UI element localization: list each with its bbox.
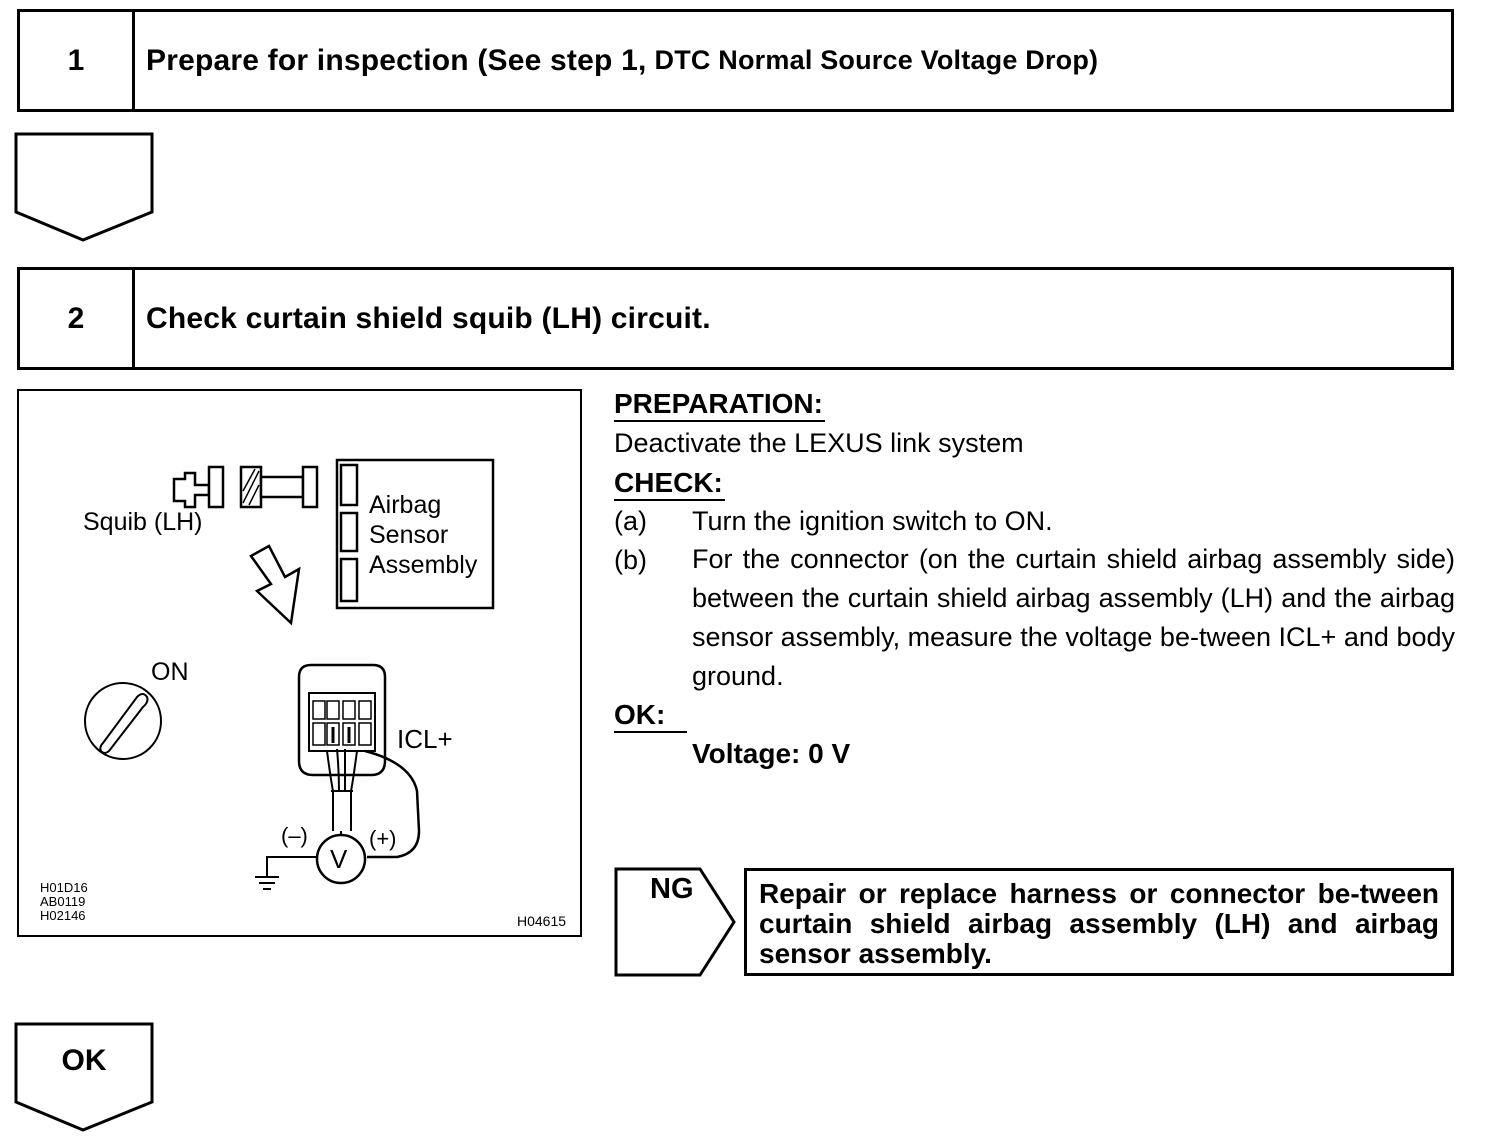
check-item-a-letter: (a): [614, 506, 647, 536]
check-item-b-letter: (b): [614, 545, 647, 575]
flow-down-arrow: [14, 132, 158, 244]
airbag-label-line1: Airbag: [369, 491, 442, 519]
wiring-illustration: [84, 458, 495, 890]
hollow-down-arrow: [249, 544, 301, 626]
airbag-label-line2: Sensor: [369, 521, 449, 549]
ng-label: NG: [650, 873, 694, 905]
airbag-label-line3: Assembly: [369, 551, 478, 579]
step-1-title-ref: DTC Normal Source Voltage Drop): [654, 45, 1099, 75]
icl-plus-label: ICL+: [397, 724, 453, 754]
ng-result-tag: NG: [614, 867, 738, 984]
step-2-number: 2: [20, 270, 135, 367]
ok-arrow-label: OK: [61, 1044, 107, 1077]
airbag-sensor-box: [335, 458, 495, 610]
ok-result-arrow: OK: [14, 1022, 158, 1134]
minus-probe-label: (–): [281, 823, 308, 848]
check-item-b-text: For the connector (on the curtain shield…: [692, 544, 1455, 691]
wire-harness: [326, 748, 358, 831]
mating-connector: [239, 465, 319, 509]
step-1-title: Prepare for inspection (See step 1, DTC …: [146, 12, 1098, 109]
ng-repair-instruction: Repair or replace harness or connector b…: [744, 868, 1454, 976]
step-2-title: Check curtain shield squib (LH) circuit.: [146, 301, 711, 335]
figure-reference-code: H04615: [517, 913, 567, 929]
on-label: ON: [151, 658, 189, 686]
inspection-diagram: Squib (LH) Airbag Sensor Assembly ON ICL…: [17, 389, 582, 937]
ignition-switch: [84, 682, 162, 760]
voltmeter-symbol: V: [330, 844, 348, 874]
check-header: CHECK:: [614, 467, 725, 501]
squib-connector: [172, 465, 225, 509]
step-1-title-main: Prepare for inspection (See step 1,: [146, 43, 647, 77]
step-2-header: 2 Check curtain shield squib (LH) circui…: [17, 267, 1454, 370]
check-item-a-text: Turn the ignition switch to ON.: [692, 506, 1053, 536]
step-1-number: 1: [20, 12, 135, 109]
step-1-header: 1 Prepare for inspection (See step 1, DT…: [17, 9, 1454, 112]
ok-spec: Voltage: 0 V: [692, 738, 851, 769]
positive-probe-wire: [364, 749, 421, 859]
preparation-text: Deactivate the LEXUS link system: [614, 428, 1024, 458]
ok-header: OK:: [614, 699, 688, 733]
voltmeter: [315, 833, 367, 885]
connector-block: [297, 663, 387, 777]
preparation-header: PREPARATION:: [614, 388, 825, 422]
plus-probe-label: (+): [369, 826, 397, 851]
squib-label: Squib (LH): [83, 508, 203, 536]
ground-symbol: [255, 856, 317, 890]
figure-codes: H01D16 AB0119 H02146: [40, 880, 88, 923]
